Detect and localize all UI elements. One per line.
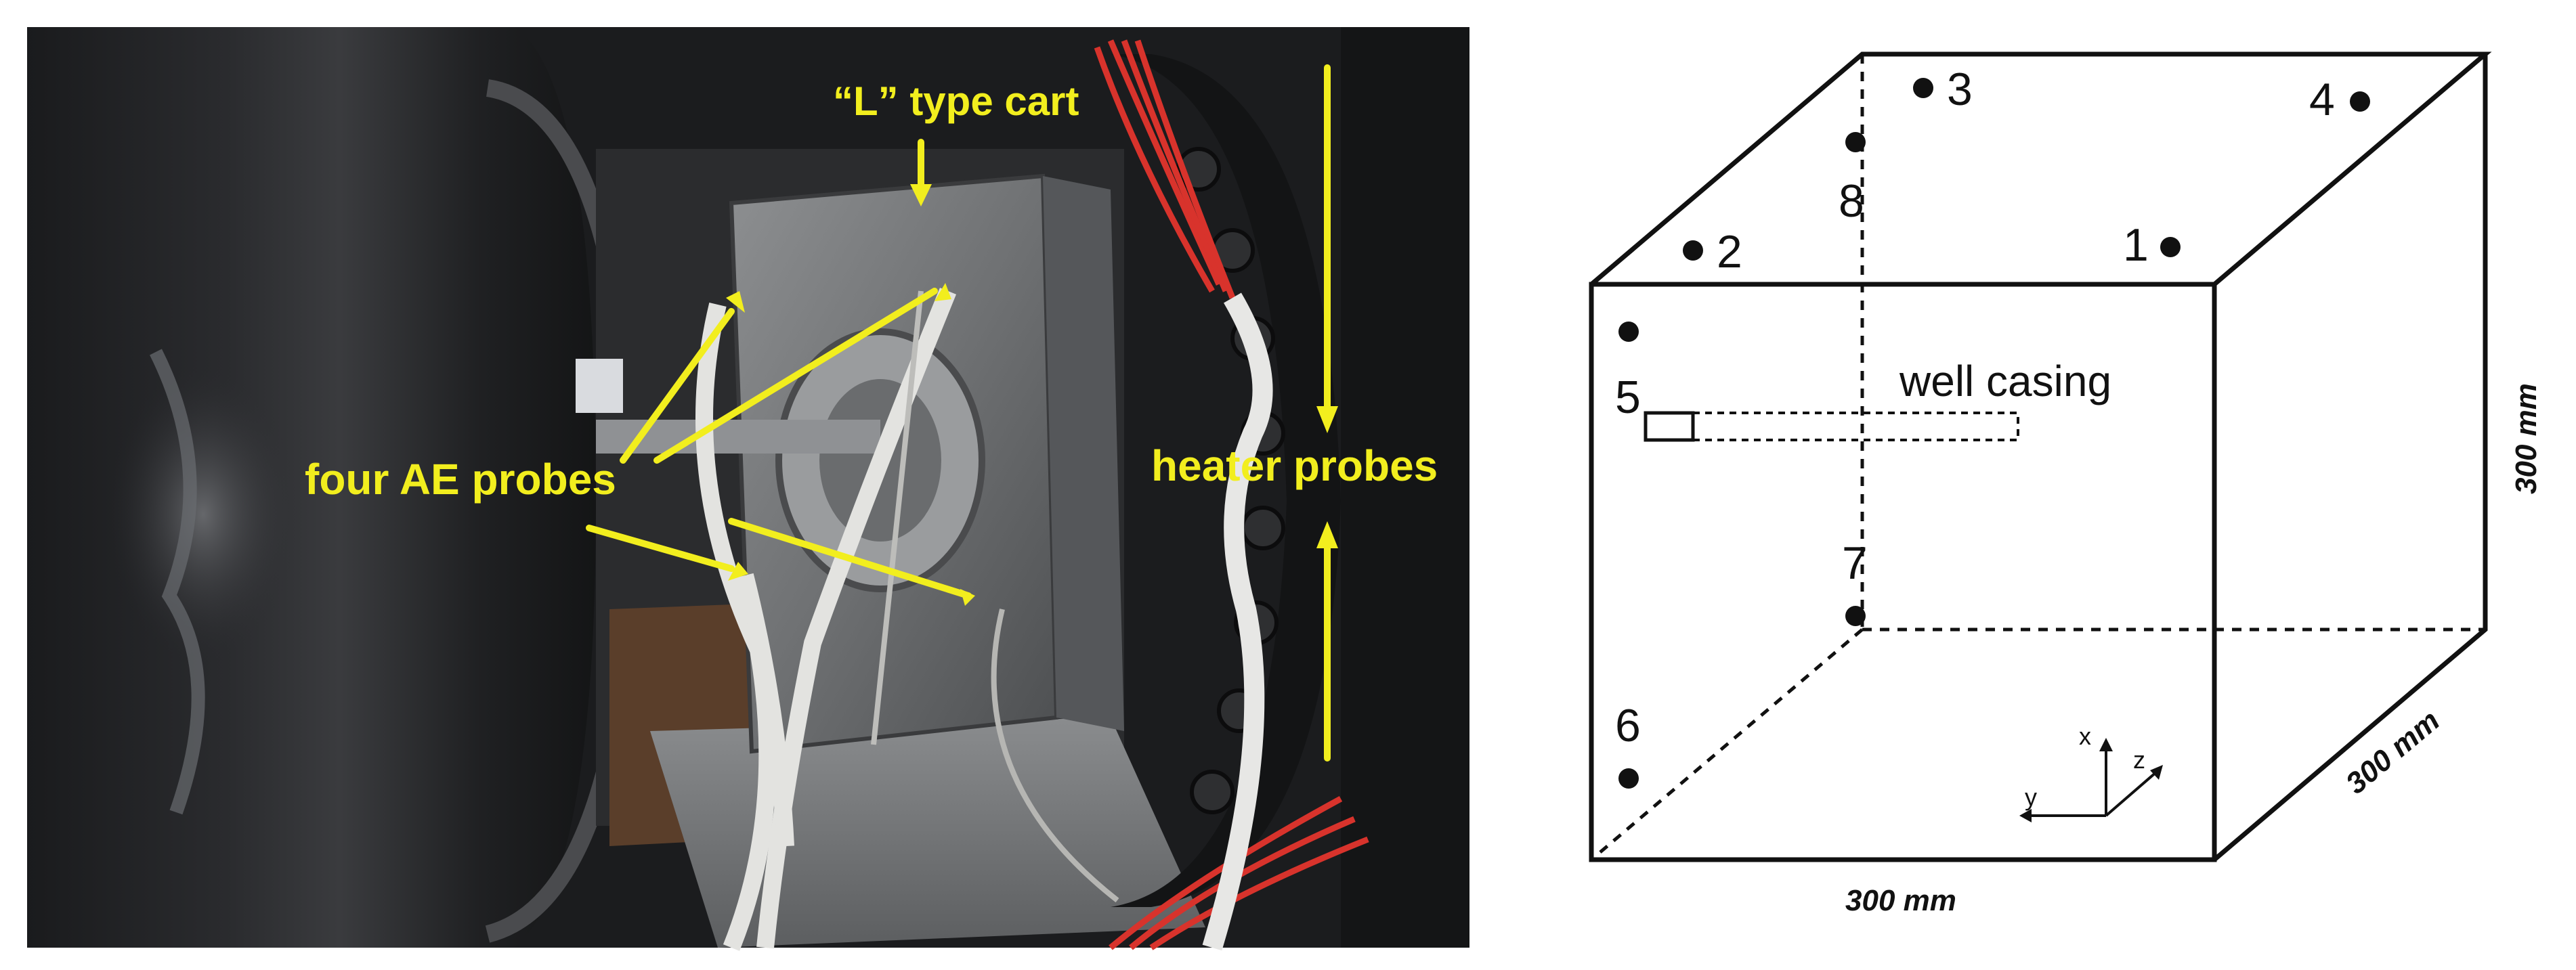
label-heater-probes: heater probes [1151,441,1438,490]
cube-top-face [1589,51,2492,286]
coordinate-axes [2025,745,2158,817]
probe-4-label: 4 [2309,74,2335,125]
probe-3-dot [1913,78,1933,98]
probe-1-dot [2160,237,2181,257]
heater-wires [1094,39,1369,950]
dimension-depth: 300 mm [2340,704,2446,801]
probe-7-dot [1845,606,1866,626]
probe-5-dot [1618,322,1639,342]
heater-cable [1202,292,1273,951]
arrow-heads [726,184,1338,606]
label-well-casing: well casing [1899,357,2111,405]
probe-6-label: 6 [1615,700,1641,751]
label-l-type-cart: “L” type cart [833,79,1079,124]
axis-x-label: x [2079,722,2091,750]
flange [1111,54,1341,907]
weld-seam [108,366,298,663]
cube-front-face [1589,282,2217,862]
probe-5-label: 5 [1615,372,1641,423]
well-casing-solid [1644,411,1695,442]
apparatus-photo: “L” type cart four AE probes heater prob… [27,27,1469,951]
probe-dots [1618,78,2370,789]
probe-4-dot [2350,91,2370,112]
label-four-ae-probes: four AE probes [305,455,616,504]
cube-right-face [2212,54,2488,862]
axis-y-label: y [2025,783,2037,811]
tank-body [27,27,596,948]
annotation-arrows [586,64,1331,762]
probe-1-label: 1 [2123,219,2149,271]
floor-plate [650,718,1205,948]
probe-2-label: 2 [1717,226,1742,278]
probe-8-label: 8 [1839,175,1864,227]
sensor-box [576,359,623,413]
cube-edges [1589,51,2492,862]
cube-hidden-edges [1590,54,2485,861]
ae-probe-cables [695,288,957,951]
probe-3-label: 3 [1947,64,1973,115]
axis-z-label: z [2133,746,2145,774]
ae-arrow-3 [586,525,735,572]
probe-2-dot [1683,240,1703,261]
cube-diagram: well casing 1 2 3 4 5 6 7 8 x y z 300 mm… [1589,51,2543,917]
ae-arrow-1 [620,308,735,464]
probe-8-dot [1845,132,1866,152]
probe-7-label: 7 [1842,537,1868,589]
dimension-width: 300 mm [1845,884,1956,917]
well-casing-dashed [1692,412,2019,441]
dimension-height: 300 mm [2510,383,2543,494]
ae-arrow-2 [653,288,938,464]
probe-6-dot [1618,768,1639,789]
ae-arrow-4 [728,518,972,599]
